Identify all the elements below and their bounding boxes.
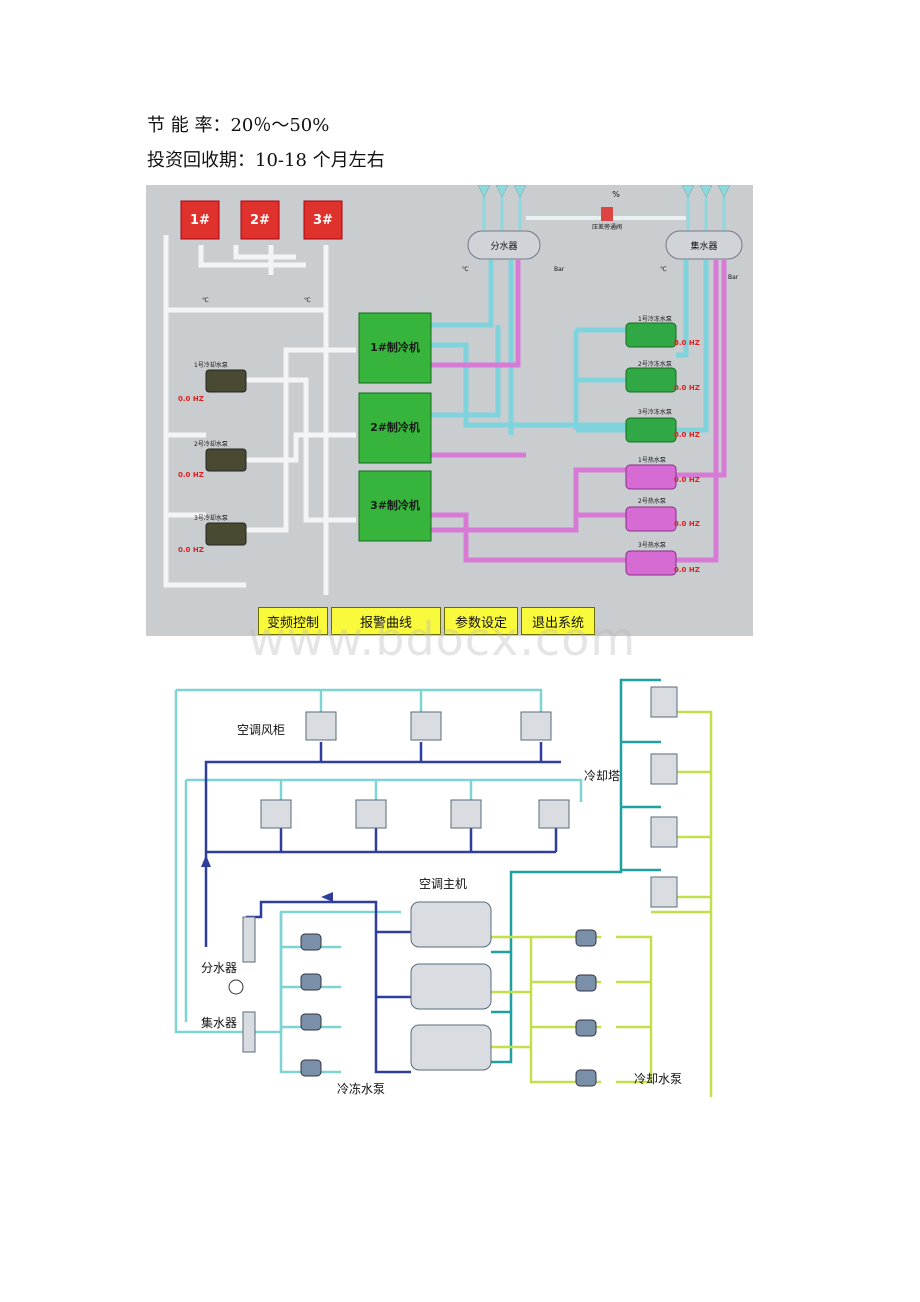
temp-unit-1: ℃ [202, 297, 209, 304]
tower-1-label: 1# [190, 213, 210, 228]
chilled-pump-1-label: 1号冷冻水泵 [638, 315, 672, 323]
pressure-unit-2: Bar [728, 274, 739, 281]
chilled-pump-2-label: 2号冷冻水泵 [638, 360, 672, 368]
cooling-pump-2-label: 2号冷却水泵 [194, 440, 228, 448]
freq-hot-2: 0.0 HZ [674, 520, 700, 528]
exit-system-button[interactable]: 退出系统 [521, 607, 595, 635]
freq-hot-1: 0.0 HZ [674, 476, 700, 484]
scada-panel: 1# 2# 3# 分水器 集水器 压差旁通阀 % 1#制冷机 2#制冷机 3#制… [146, 185, 753, 636]
freq-chilled-1: 0.0 HZ [674, 339, 700, 347]
valve-percent: % [612, 190, 620, 199]
chiller-label: 空调主机 [419, 877, 468, 891]
chiller-2-label: 2#制冷机 [370, 420, 420, 434]
parameter-settings-button[interactable]: 参数设定 [444, 607, 518, 635]
cooling-tower-label: 冷却塔 [584, 769, 621, 783]
cooling-towers [180, 200, 343, 240]
pressure-unit-1: Bar [554, 266, 565, 273]
chilled-pump-3-label: 3号冷冻水泵 [638, 408, 672, 416]
hot-pump-2-label: 2号热水泵 [638, 497, 666, 505]
collector-label-diagram: 集水器 [201, 1016, 238, 1030]
scada-button-row: 变频控制 报警曲线 参数设定 退出系统 [258, 607, 595, 635]
chiller-1-label: 1#制冷机 [370, 340, 420, 354]
tower-2-label: 2# [250, 213, 270, 228]
collector-label: 集水器 [690, 240, 717, 252]
cooling-pump-label: 冷却水泵 [634, 1072, 683, 1086]
distributor-label-diagram: 分水器 [201, 961, 238, 975]
temp-unit-3: ℃ [462, 266, 469, 273]
valve-label: 压差旁通阀 [592, 223, 622, 231]
hvac-schematic [174, 678, 713, 1097]
hot-pump-1-label: 1号热水泵 [638, 456, 666, 464]
freq-chilled-2: 0.0 HZ [674, 384, 700, 392]
tower-3-label: 3# [313, 213, 333, 228]
freq-chilled-3: 0.0 HZ [674, 431, 700, 439]
temp-unit-4: ℃ [660, 266, 667, 273]
cooling-pump-1-label: 1号冷却水泵 [194, 361, 228, 369]
hvac-diagram: 空调风柜 冷却塔 空调主机 分水器 集水器 冷冻水泵 冷却水泵 [161, 672, 721, 1102]
freq-cooling-2: 0.0 HZ [178, 471, 204, 479]
watermark: www.bdocx.com [248, 612, 637, 666]
scada-schematic: 1# 2# 3# 分水器 集水器 压差旁通阀 % 1#制冷机 2#制冷机 3#制… [163, 185, 743, 595]
hot-pump-3-label: 3号热水泵 [638, 541, 666, 549]
vfd-control-button[interactable]: 变频控制 [258, 607, 328, 635]
distributor-label: 分水器 [490, 240, 517, 252]
freq-hot-3: 0.0 HZ [674, 566, 700, 574]
chilled-pump-label: 冷冻水泵 [337, 1082, 386, 1096]
energy-saving-rate: 节 能 率：20％～50% [147, 115, 330, 136]
cooling-pump-3-label: 3号冷却水泵 [194, 514, 228, 522]
freq-cooling-1: 0.0 HZ [178, 395, 204, 403]
temp-unit-2: ℃ [304, 297, 311, 304]
alarm-curve-button[interactable]: 报警曲线 [331, 607, 441, 635]
ahu-label: 空调风柜 [237, 723, 286, 737]
payback-period: 投资回收期：10-18 个月左右 [147, 150, 385, 171]
chiller-3-label: 3#制冷机 [370, 498, 420, 512]
freq-cooling-3: 0.0 HZ [178, 546, 204, 554]
